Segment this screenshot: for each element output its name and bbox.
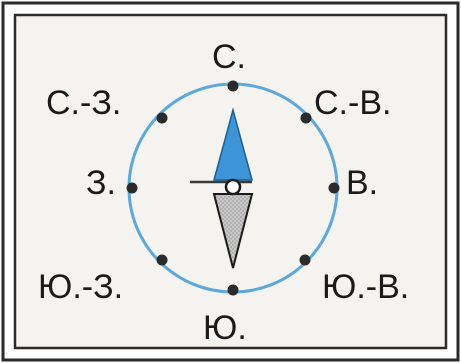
dot-w [127, 183, 138, 194]
label-southeast: Ю.-В. [322, 268, 409, 306]
dot-n [228, 81, 239, 92]
label-east: В. [346, 164, 378, 202]
dot-ne [301, 113, 312, 124]
label-west: З. [86, 164, 116, 202]
label-southwest: Ю.-З. [38, 268, 123, 306]
dot-se [300, 255, 311, 266]
label-northeast: С.-В. [314, 84, 391, 122]
dot-e [329, 183, 340, 194]
dot-s [228, 285, 239, 296]
label-south: Ю. [203, 309, 247, 347]
needle-pivot [226, 180, 240, 194]
label-northwest: С.-З. [46, 84, 121, 122]
dot-sw [157, 255, 168, 266]
label-north: С. [212, 38, 246, 76]
dot-nw [157, 113, 168, 124]
